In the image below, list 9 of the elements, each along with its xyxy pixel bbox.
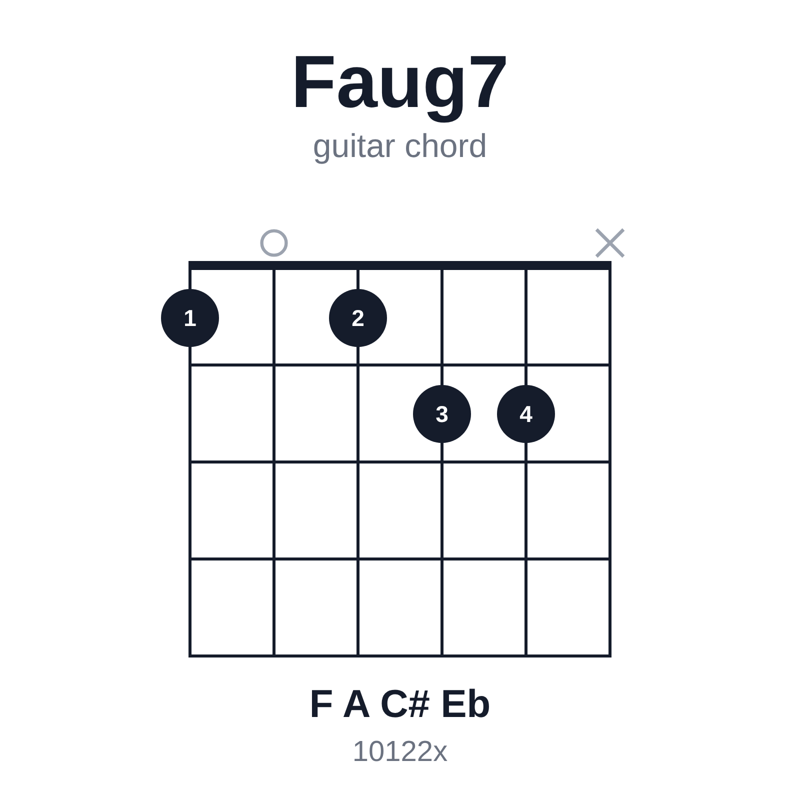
chord-notes: F A C# Eb xyxy=(309,685,491,724)
chord-subtitle: guitar chord xyxy=(312,129,488,162)
ring-icon xyxy=(260,229,288,257)
finger-dot: 4 xyxy=(497,385,555,443)
finger-dot: 2 xyxy=(329,289,387,347)
finger-dot: 1 xyxy=(161,289,219,347)
fret-numbers: 10122x xyxy=(352,738,448,767)
cross-icon xyxy=(594,227,626,259)
finger-dot: 3 xyxy=(413,385,471,443)
